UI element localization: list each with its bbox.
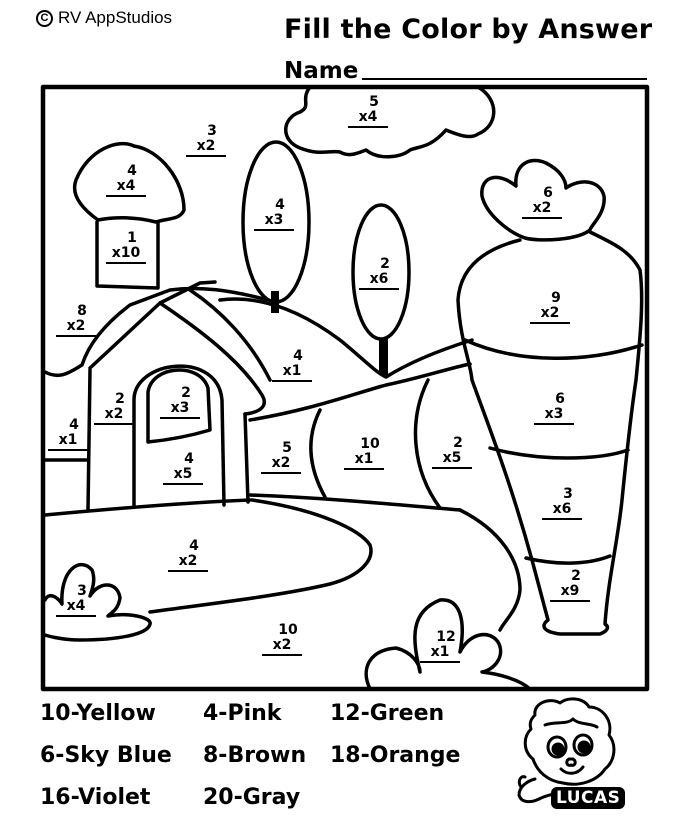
bush-left-shape	[43, 562, 152, 642]
name-field[interactable]: Name	[284, 58, 648, 84]
house-right-wall-line	[243, 412, 250, 504]
tree-left-trunk	[271, 291, 279, 313]
house-roof-outer	[188, 288, 272, 382]
key-6-sky-blue: 6-Sky Blue	[40, 743, 172, 768]
carrot-line-2	[488, 446, 630, 460]
house-roof-right	[158, 301, 266, 416]
mushroom-cap-shape	[72, 141, 186, 224]
path-right-edge	[458, 508, 522, 632]
lucas-mascot: LUCAS	[505, 695, 645, 821]
door-outer	[132, 364, 226, 507]
house-roof-left	[88, 280, 217, 370]
lucas-name-badge: LUCAS	[551, 787, 626, 809]
bush-right-shape	[364, 598, 532, 691]
key-20-gray: 20-Gray	[203, 785, 301, 810]
carrot-line-1	[463, 338, 644, 360]
key-12-green: 12-Green	[330, 701, 445, 726]
hill-middle-line	[218, 297, 474, 379]
carrot-leaves-shape	[480, 158, 606, 242]
house-base-line	[43, 498, 252, 517]
tree-right-trunk	[379, 339, 388, 375]
copyright-text: RV AppStudios	[58, 8, 173, 27]
picture-frame	[40, 84, 650, 692]
fence-top-line	[248, 362, 472, 422]
fence-post-2	[413, 378, 442, 510]
key-4-pink: 4-Pink	[203, 701, 282, 726]
cloud-shape	[284, 85, 496, 159]
fence-bottom-line	[248, 493, 462, 512]
key-16-violet: 16-Violet	[40, 785, 151, 810]
key-18-orange: 18-Orange	[330, 743, 461, 768]
name-label: Name	[284, 58, 359, 84]
key-8-brown: 8-Brown	[203, 743, 307, 768]
fence-post-1	[309, 408, 327, 499]
copyright-icon: C	[36, 9, 53, 27]
mushroom-stem-shape	[95, 220, 160, 290]
house-left-wall-line	[86, 368, 92, 512]
key-10-yellow: 10-Yellow	[40, 701, 156, 726]
page-title: Fill the Color by Answer	[284, 14, 653, 45]
carrot-line-3	[524, 554, 612, 565]
path-shape	[148, 498, 373, 614]
hill-left-line	[43, 286, 270, 378]
name-writing-line[interactable]	[362, 78, 648, 80]
copyright-notice: C RV AppStudios	[36, 8, 172, 28]
door-window-shape	[146, 368, 212, 444]
